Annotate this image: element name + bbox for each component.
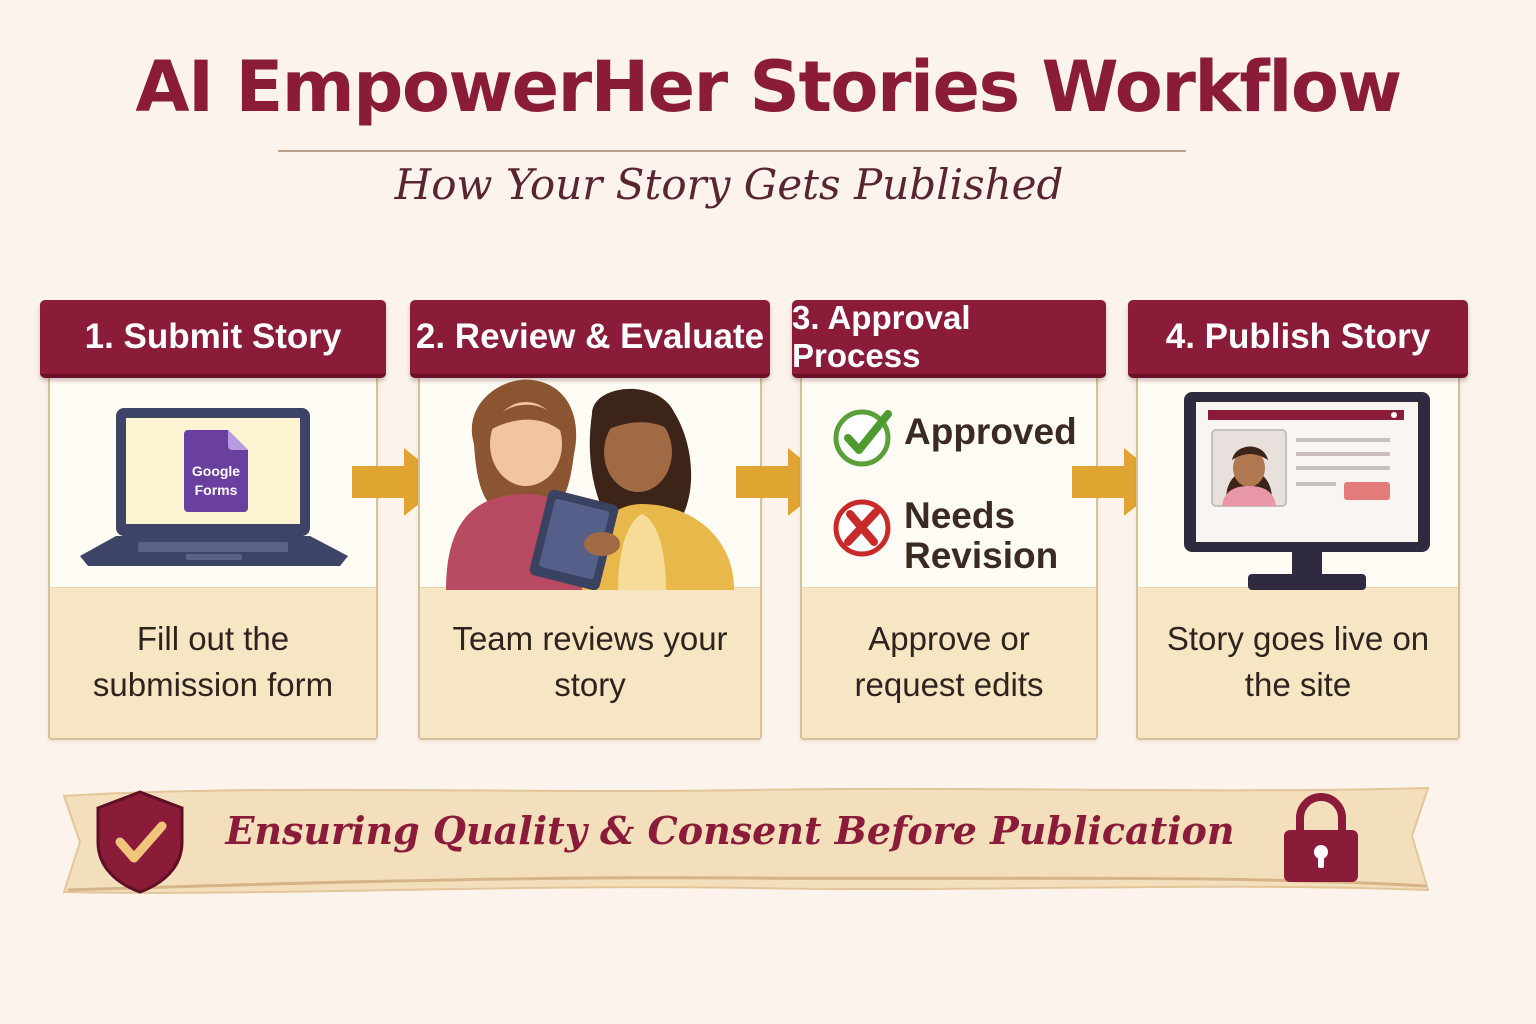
quality-banner	[62, 786, 1430, 894]
page-title: AI EmpowerHer Stories Workflow	[135, 46, 1402, 128]
step-description-panel: Story goes live on the site	[1138, 587, 1458, 738]
check-circle-icon	[833, 409, 892, 467]
step-card-submit: Fill out the submission form 1. Submit S…	[40, 300, 386, 740]
form-label: Forms	[194, 482, 238, 498]
step-card-review: Team reviews your story 2. Review & Eval…	[410, 300, 770, 740]
status-label: Approved	[904, 411, 1077, 452]
step-description: Story goes live on the site	[1166, 620, 1430, 703]
step-description-panel: Fill out the submission form	[50, 587, 376, 738]
status-needs-revision: Needs Revision	[832, 495, 1059, 576]
form-label: Google	[191, 463, 241, 479]
shield-check-icon	[96, 790, 184, 894]
page-subtitle: How Your Story Gets Published	[394, 160, 1064, 209]
x-circle-icon	[833, 499, 891, 557]
step-heading: 2. Review & Evaluate	[410, 300, 770, 378]
status-label: Needs Revision	[904, 495, 1059, 576]
step-description: Fill out the submission form	[92, 620, 334, 703]
step-heading: 3. Approval Process	[792, 299, 1106, 378]
title-divider	[278, 150, 1186, 152]
step-description: Approve or request edits	[854, 620, 1044, 703]
step-card-publish: Story goes live on the site 4. Publish S…	[1128, 300, 1468, 740]
step-description: Team reviews your story	[452, 620, 728, 703]
monitor-icon	[1184, 392, 1430, 590]
status-approved: Approved	[832, 406, 1077, 468]
team-review-illustration	[446, 379, 734, 590]
google-forms-icon: Google Forms	[184, 430, 248, 512]
banner-text: Ensuring Quality & Consent Before Public…	[225, 808, 1235, 853]
step-description-panel: Team reviews your story	[420, 587, 760, 738]
step-heading: 1. Submit Story	[40, 300, 386, 378]
step-description-panel: Approve or request edits	[802, 587, 1096, 738]
step-heading: 4. Publish Story	[1128, 300, 1468, 378]
step-card-approval: Approve or request edits 3. Approval Pro…	[792, 299, 1106, 740]
lock-icon	[1284, 793, 1358, 882]
